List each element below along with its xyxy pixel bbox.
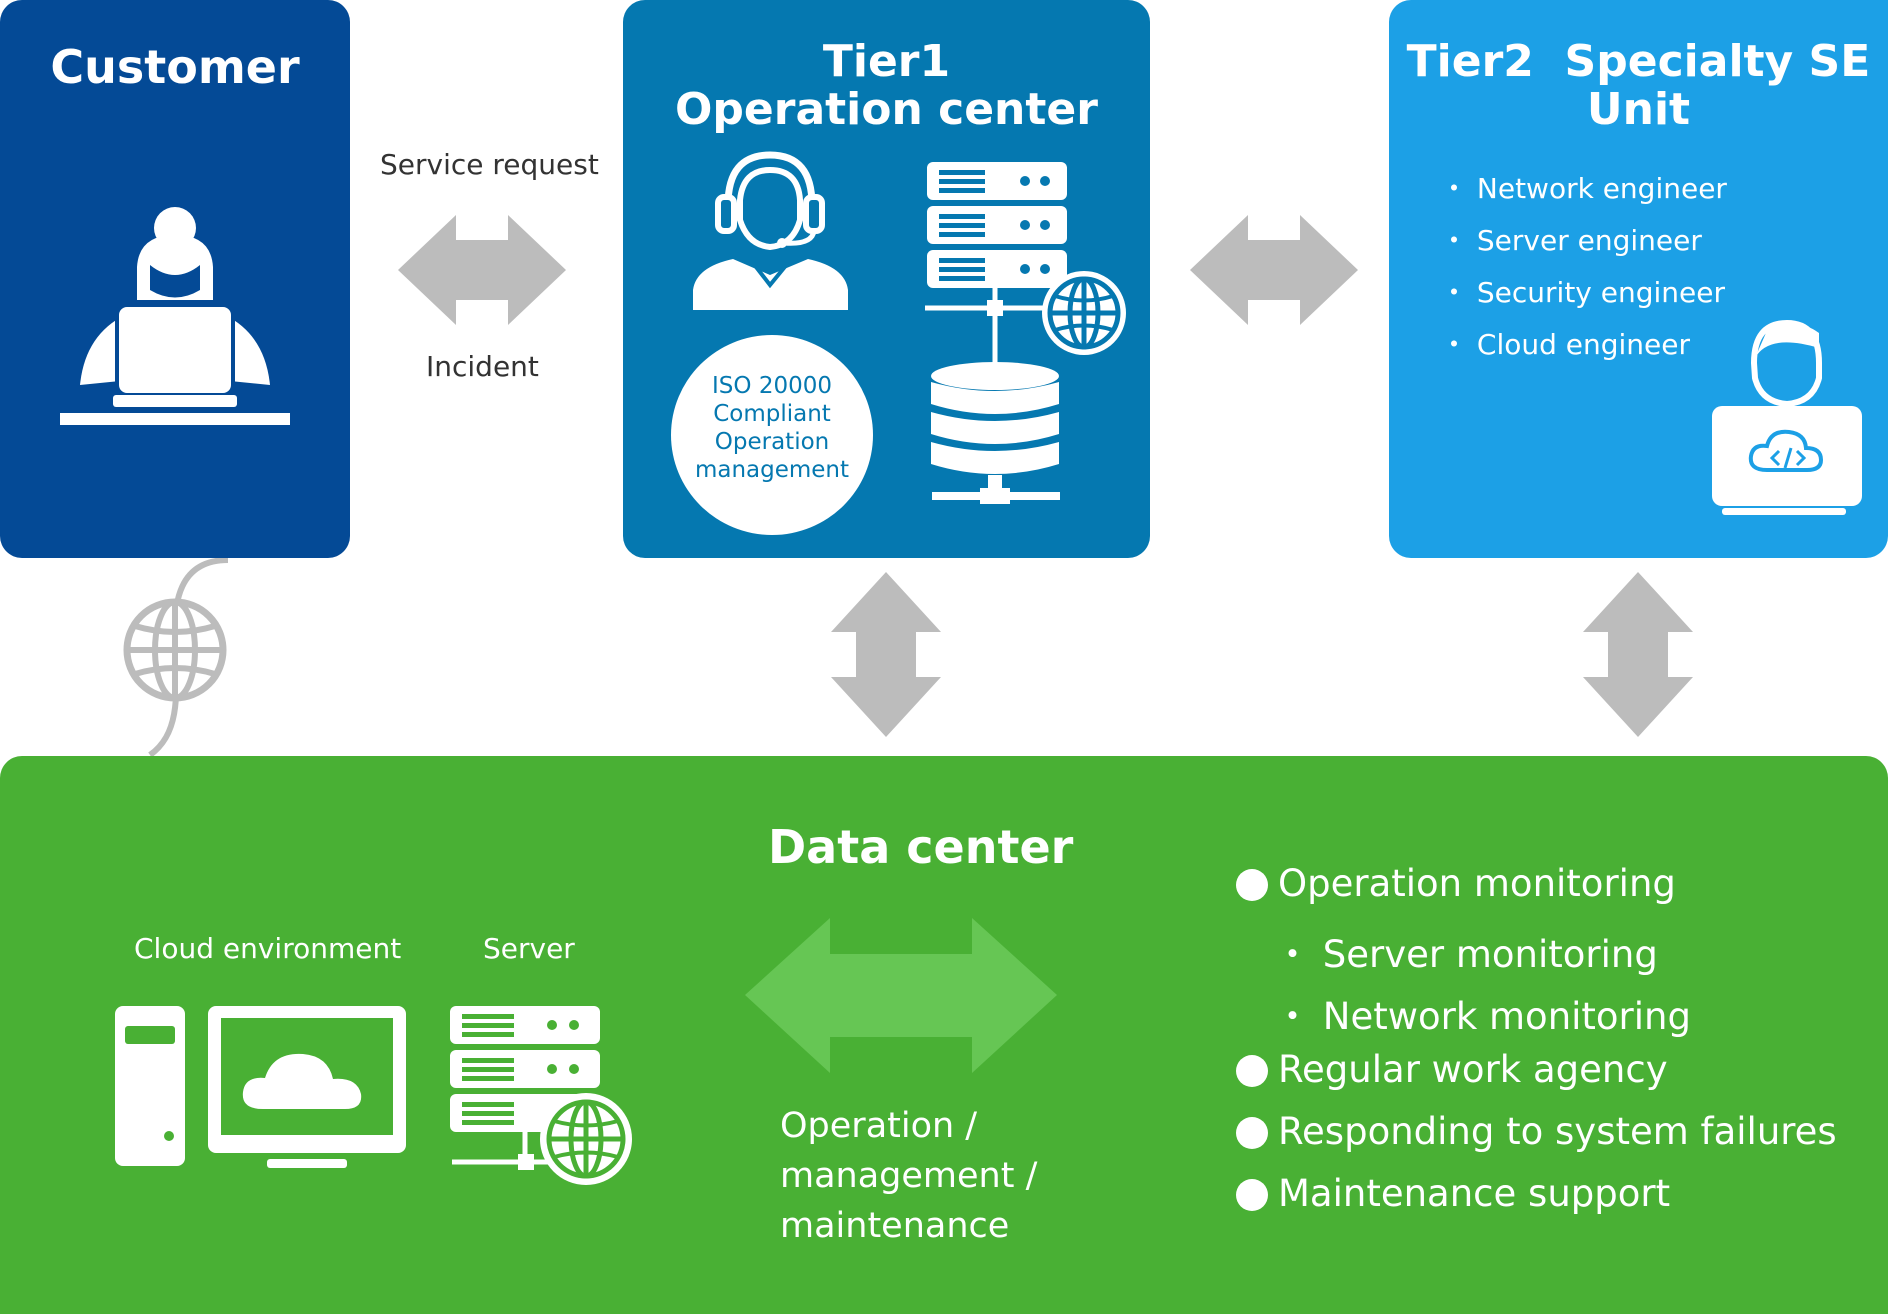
globe-icon [1042,271,1126,355]
service-request-arrow [398,215,566,325]
operation-label-line3: maintenance [780,1206,1010,1246]
headset-operator-icon [693,151,848,310]
bullet-server-monitoring: ・ Server monitoring [1274,933,1658,976]
engineer-with-laptop-icon [1712,319,1862,515]
bullet-dot-icon [1236,869,1268,901]
tier2-item-server: ・ Server engineer [1440,224,1702,257]
bullet-dot-icon [1236,1179,1268,1211]
service-request-label: Service request [380,148,599,181]
cloud-computer-icon [115,1006,406,1168]
datacenter-title: Data center [768,820,1074,874]
tier2-panel: Tier2 Specialty SE Unit [1389,0,1888,558]
network-connector-lines [925,288,1051,368]
tier1-panel: Tier1 Operation center [623,0,1150,558]
operation-label-line1: Operation / [780,1106,978,1146]
bullet-maintenance: Maintenance support [1278,1172,1671,1215]
tier2-item-security: ・ Security engineer [1440,276,1726,309]
iso-badge-line1: ISO 20000 [712,373,832,399]
bullet-dot-icon [1236,1055,1268,1087]
bullet-system-failures: Responding to system failures [1278,1110,1837,1153]
iso-badge-line4: management [694,457,850,483]
server-label: Server [483,932,575,965]
tier2-title-line1: Tier2 Specialty SE [1406,36,1871,87]
person-with-laptop-icon [60,207,290,425]
server-rack-icon [927,162,1067,288]
incident-label: Incident [426,350,539,383]
datacenter-panel: Data center Cloud environment Server [0,756,1888,1314]
tier2-title-line2: Unit [1586,84,1691,135]
operation-green-arrow [745,918,1057,1073]
cloud-environment-label: Cloud environment [134,932,402,965]
customer-panel: Customer [0,0,350,558]
iso-badge-line3: Operation [714,429,830,455]
iso-badge-line2: Compliant [713,401,831,427]
bullet-operation-monitoring: Operation monitoring [1278,862,1676,905]
operation-label-line2: management / [780,1156,1038,1196]
tier1-datacenter-arrow [831,572,941,737]
bullet-regular-work: Regular work agency [1278,1048,1668,1091]
tier1-title-line2: Operation center [675,84,1098,135]
iso-badge: ISO 20000 Compliant Operation management [671,335,873,535]
tier2-item-cloud: ・ Cloud engineer [1440,328,1691,361]
internet-globe-icon [123,598,227,702]
tier2-item-network: ・ Network engineer [1440,172,1727,205]
tier2-datacenter-arrow [1583,572,1693,737]
datacenter-server-icon [450,1006,632,1185]
customer-title: Customer [50,40,300,94]
tier1-title-line1: Tier1 [822,36,951,87]
bullet-dot-icon [1236,1117,1268,1149]
tier1-tier2-arrow [1190,215,1358,325]
bullet-network-monitoring: ・ Network monitoring [1274,995,1691,1038]
database-icon [931,362,1060,504]
